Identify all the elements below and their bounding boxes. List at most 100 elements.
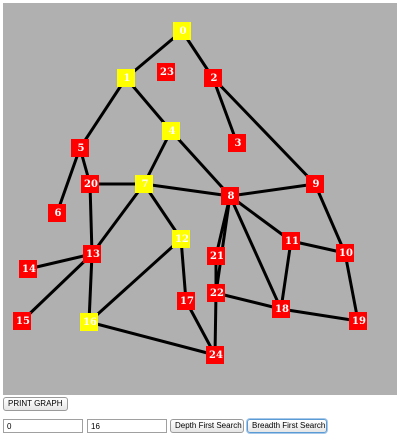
graph-edge-18-19 — [280, 307, 359, 323]
graph-node-1[interactable]: 1 — [117, 69, 135, 87]
graph-node-box — [204, 69, 222, 87]
graph-edge-1-5 — [78, 77, 128, 149]
graph-node-7[interactable]: 7 — [135, 175, 153, 193]
graph-node-label: 24 — [209, 350, 223, 361]
graph-edge-22-18 — [215, 291, 282, 311]
graph-node-20[interactable]: 20 — [81, 175, 99, 193]
graph-node-box — [117, 69, 135, 87]
graph-node-label: 4 — [169, 126, 176, 137]
graph-edge-7-13 — [90, 183, 146, 255]
graph-edge-4-8 — [169, 129, 232, 198]
graph-node-box — [135, 175, 153, 193]
graph-node-4[interactable]: 4 — [162, 122, 180, 140]
graph-node-label: 8 — [228, 191, 235, 202]
graph-node-label: 23 — [160, 67, 174, 78]
graph-edge-16-24 — [88, 320, 216, 357]
graph-node-label: 15 — [16, 316, 30, 327]
graph-node-box — [173, 22, 191, 40]
graph-node-box — [207, 247, 225, 265]
graph-edge-7-12 — [142, 183, 183, 240]
graph-edge-5-6 — [55, 147, 82, 214]
edges-layer — [20, 29, 360, 357]
graph-node-box — [207, 284, 225, 302]
graph-edge-8-18 — [228, 195, 283, 310]
graph-node-9[interactable]: 9 — [306, 175, 324, 193]
graph-edge-2-9 — [211, 76, 317, 186]
graph-node-label: 1 — [124, 73, 131, 84]
graph-node-5[interactable]: 5 — [71, 139, 89, 157]
graph-node-2[interactable]: 2 — [204, 69, 222, 87]
graph-node-label: 0 — [180, 26, 187, 37]
graph-edge-9-10 — [313, 183, 347, 254]
graph-node-3[interactable]: 3 — [228, 134, 246, 152]
graph-edge-12-17 — [179, 238, 188, 302]
graph-node-box — [80, 313, 98, 331]
graph-edge-22-24 — [213, 292, 218, 356]
graph-node-label: 3 — [235, 138, 242, 149]
graph-node-box — [349, 312, 367, 330]
graph-node-box — [157, 63, 175, 81]
graph-edge-10-19 — [343, 252, 360, 322]
graph-edge-13-14 — [27, 252, 93, 271]
graph-node-14[interactable]: 14 — [19, 260, 37, 278]
graph-node-box — [306, 175, 324, 193]
graph-node-label: 22 — [210, 288, 224, 299]
graph-node-10[interactable]: 10 — [336, 244, 354, 262]
graph-node-box — [272, 300, 290, 318]
graph-node-box — [81, 175, 99, 193]
graph-node-box — [177, 292, 195, 310]
graph-node-box — [162, 122, 180, 140]
print-graph-button[interactable]: PRINT GRAPH — [3, 397, 68, 411]
graph-node-label: 20 — [84, 179, 98, 190]
graph-node-label: 14 — [22, 264, 36, 275]
graph-edge-12-16 — [87, 237, 183, 324]
graph-node-12[interactable]: 12 — [172, 230, 190, 248]
graph-node-label: 21 — [210, 251, 224, 262]
graph-node-17[interactable]: 17 — [177, 292, 195, 310]
graph-node-box — [336, 244, 354, 262]
graph-node-11[interactable]: 11 — [282, 232, 300, 250]
graph-node-label: 18 — [275, 304, 289, 315]
graph-node-23[interactable]: 23 — [157, 63, 175, 81]
depth-first-search-button[interactable]: Depth First Search — [170, 419, 244, 433]
graph-edge-13-20 — [88, 183, 94, 255]
graph-node-label: 9 — [313, 179, 320, 190]
graph-edge-11-18 — [279, 240, 293, 310]
graph-edge-2-3 — [211, 77, 239, 144]
graph-node-16[interactable]: 16 — [80, 313, 98, 331]
graph-node-19[interactable]: 19 — [349, 312, 367, 330]
graph-edge-7-8 — [143, 182, 231, 198]
graph-node-box — [48, 204, 66, 222]
graph-edge-0-1 — [125, 29, 183, 80]
graph-node-22[interactable]: 22 — [207, 284, 225, 302]
graph-node-label: 17 — [180, 296, 194, 307]
graph-node-13[interactable]: 13 — [83, 245, 101, 263]
graph-node-box — [13, 312, 31, 330]
graph-node-24[interactable]: 24 — [206, 346, 224, 364]
graph-node-label: 11 — [285, 236, 299, 247]
breadth-first-search-button[interactable]: Breadth First Search — [247, 419, 327, 433]
graph-node-18[interactable]: 18 — [272, 300, 290, 318]
graph-node-label: 6 — [55, 208, 62, 219]
graph-node-box — [206, 346, 224, 364]
target-node-input[interactable] — [87, 419, 167, 433]
graph-edge-13-16 — [87, 253, 94, 323]
graph-node-8[interactable]: 8 — [221, 187, 239, 205]
graph-node-21[interactable]: 21 — [207, 247, 225, 265]
graph-edge-8-22 — [214, 195, 232, 294]
start-node-input[interactable] — [3, 419, 83, 433]
graph-node-label: 12 — [175, 234, 189, 245]
graph-node-6[interactable]: 6 — [48, 204, 66, 222]
graph-node-box — [71, 139, 89, 157]
graph-node-box — [221, 187, 239, 205]
graph-node-box — [83, 245, 101, 263]
graph-node-0[interactable]: 0 — [173, 22, 191, 40]
graph-node-label: 2 — [211, 73, 218, 84]
graph-edge-8-11 — [229, 194, 292, 243]
graph-node-label: 5 — [78, 143, 85, 154]
graph-node-15[interactable]: 15 — [13, 312, 31, 330]
graph-node-label: 7 — [142, 179, 149, 190]
graph-node-box — [172, 230, 190, 248]
